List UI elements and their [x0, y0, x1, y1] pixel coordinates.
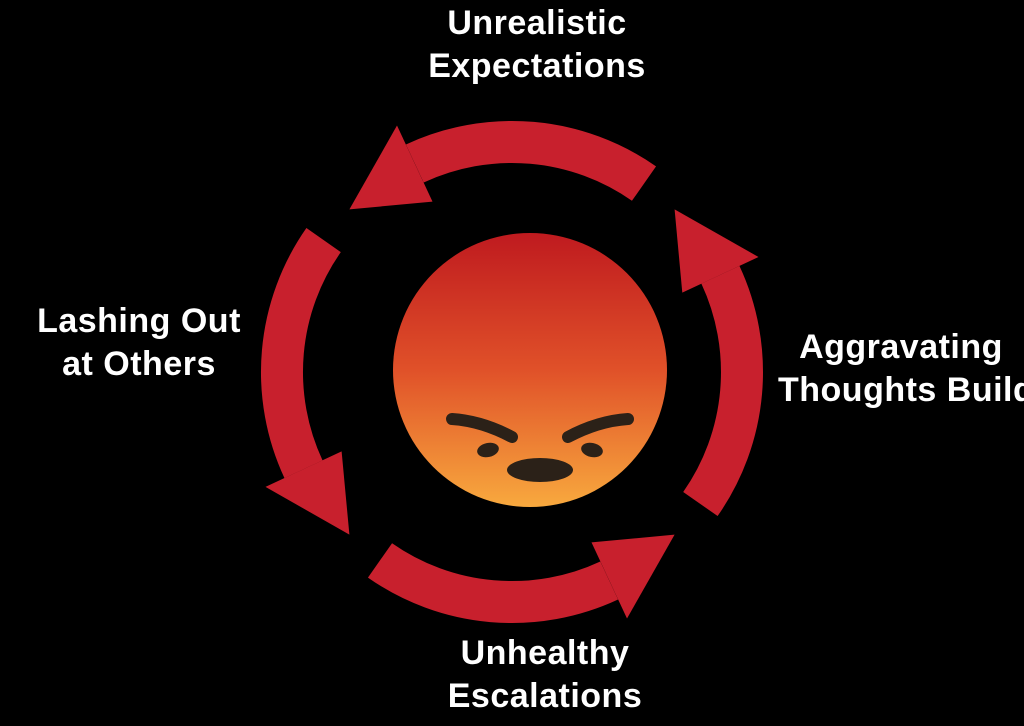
angry-face-head: [393, 233, 667, 507]
cycle-arrow-bottom: [367, 534, 675, 624]
cycle-arrow-top: [349, 120, 657, 210]
angry-face-right-eyebrow: [562, 413, 634, 443]
cycle-label-bottom: Unhealthy Escalations: [345, 632, 745, 718]
cycle-label-left-line1: Lashing Out: [37, 302, 241, 340]
cycle-arrow-right: [674, 209, 763, 517]
cycle-label-left: Lashing Out at Others: [0, 300, 278, 386]
cycle-label-right-line1: Aggravating: [799, 328, 1003, 366]
angry-face-left-eye: [477, 442, 499, 458]
cycle-label-top: Unrealistic Expectations: [337, 2, 737, 88]
angry-face-left-eyebrow: [446, 413, 518, 443]
cycle-arrow-left: [261, 228, 350, 535]
angry-face-icon: [393, 233, 667, 507]
cycle-label-left-line2: at Others: [62, 345, 216, 384]
cycle-label-right-line2: Thoughts Build: [778, 371, 1024, 410]
angry-face-mouth: [507, 458, 573, 482]
cycle-label-right: Aggravating Thoughts Build: [778, 326, 1024, 412]
cycle-label-bottom-line2: Escalations: [447, 677, 643, 716]
cycle-label-top-line2: Expectations: [428, 47, 646, 86]
angry-face-right-eye: [581, 442, 603, 458]
cycle-label-bottom-line1: Unhealthy: [460, 634, 630, 672]
cycle-label-top-line1: Unrealistic: [447, 4, 627, 42]
